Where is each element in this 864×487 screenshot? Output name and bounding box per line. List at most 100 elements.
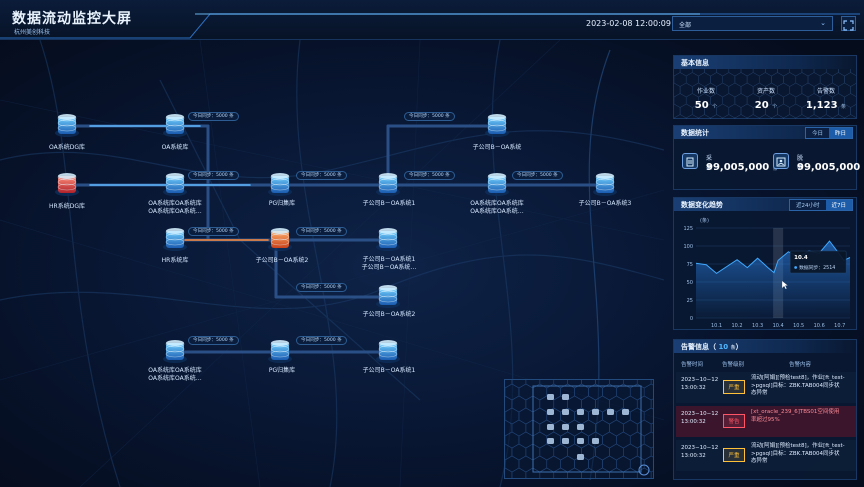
node-oa-dg[interactable] xyxy=(55,114,79,137)
alerts-count: 10 xyxy=(718,343,729,351)
sync-pill: 今日同步：5000 条 xyxy=(188,171,239,180)
alert-content: 流动[阿娟][预检test8]，作业[ft_test- >pgsql]目标：ZB… xyxy=(751,375,845,396)
node-pg-archive2[interactable] xyxy=(268,340,292,363)
alert-level-badge: 严重 xyxy=(723,380,745,394)
network-links xyxy=(70,124,602,354)
node-pg-archive[interactable] xyxy=(268,173,292,196)
node-label-pg-archive: PG归集库 xyxy=(268,200,296,207)
data-flow-network xyxy=(55,114,617,363)
tab-today[interactable]: 今日 xyxy=(805,128,829,138)
data-stats-panel: 数据统计 今日 昨日 采集 99,005,000 条 脱敏 99,005,000… xyxy=(673,125,864,190)
sync-pill: 今日同步：5000 条 xyxy=(188,112,239,121)
node-label-oa-long: OA系统库OA系统库 OA系统库OA系统… xyxy=(148,200,202,215)
node-sub-b-oa3[interactable] xyxy=(593,173,617,196)
network-nodes xyxy=(55,114,617,363)
alerts-table-header: 告警时间 告警级别 告警内容 xyxy=(681,362,812,368)
scope-select[interactable]: 全部 ⌄ xyxy=(672,16,833,31)
node-label-hr-sys: HR系统库 xyxy=(161,257,189,264)
y-tick-label: 125 xyxy=(683,226,693,232)
scope-select-value: 全部 xyxy=(679,22,692,29)
x-tick-label: 10.5 xyxy=(793,323,804,329)
x-tick-label: 10.4 xyxy=(773,323,784,329)
series-line xyxy=(695,240,851,275)
basic-info-alerts: 告警数 1,123 条 xyxy=(805,88,847,111)
node-sub-b-oa2b[interactable] xyxy=(376,285,400,308)
node-hr-dg[interactable] xyxy=(55,173,79,196)
alerts-panel: 告警信息（ 10 条） 告警时间 告警级别 告警内容 2023−10−12 13… xyxy=(673,339,857,480)
node-label-sub-b-oa2b: 子公司B－OA系统2 xyxy=(362,311,416,318)
sync-pill: 今日同步：5000 条 xyxy=(188,227,239,236)
node-sub-b-oa1-long[interactable] xyxy=(376,228,400,251)
node-oa-long2[interactable] xyxy=(485,173,509,196)
datetime-display: 2023-02-08 12:00:09 xyxy=(586,19,671,28)
page-title: 数据流动监控大屏 xyxy=(12,11,132,27)
alert-time: 2023−10−12 13:00:32 xyxy=(681,377,719,391)
sync-pill: 今日同步：5000 条 xyxy=(404,171,455,180)
node-oa-sys[interactable] xyxy=(163,114,187,137)
alert-time: 2023−10−12 13:00:32 xyxy=(681,411,719,425)
y-axis-unit: (条) xyxy=(700,217,709,224)
header-bar: 数据流动监控大屏 杭州美创科技 2023-02-08 12:00:09 全部 ⌄ xyxy=(0,0,864,40)
tooltip-value: 数据同步：2514 xyxy=(799,264,835,271)
alert-level-badge: 严重 xyxy=(723,448,745,462)
y-tick-label: 0 xyxy=(690,316,693,322)
y-tick-label: 50 xyxy=(687,280,693,286)
alerts-count-unit: 条 xyxy=(730,345,736,351)
basic-info-jobs: 作业数 50 个 xyxy=(694,88,718,111)
node-hr-sys[interactable] xyxy=(163,228,187,251)
company-name: 杭州美创科技 xyxy=(14,29,51,36)
node-sub-b-oa2[interactable] xyxy=(268,228,292,251)
chevron-down-icon: ⌄ xyxy=(820,19,826,27)
sync-pill: 今日同步：5000 条 xyxy=(188,336,239,345)
sync-pill: 今日同步：5000 条 xyxy=(404,112,455,121)
table-row[interactable]: 2023−10−12 13:00:32 严重流动[阿娟][预检test8]，作业[… xyxy=(676,372,856,403)
x-tick-label: 10.2 xyxy=(731,323,742,329)
basic-info-panel: 基本信息 作业数 50 个 资产数 20 个 告警数 1,123 条 xyxy=(673,55,857,119)
mask-icon xyxy=(773,153,789,169)
node-sub-b-oa[interactable] xyxy=(485,114,509,137)
node-label-oa-long3: OA系统库OA系统库 OA系统库OA系统… xyxy=(148,367,202,382)
x-tick-label: 10.1 xyxy=(711,323,722,329)
mouse-cursor-icon xyxy=(782,281,788,289)
fullscreen-icon xyxy=(843,20,854,31)
alert-level-badge: 警告 xyxy=(723,414,745,428)
node-label-sub-b-oa1: 子公司B－OA系统1 xyxy=(362,200,416,207)
table-row[interactable]: 2023−10−12 13:00:32 警告 [xt_oracle_239_6]TB… xyxy=(676,406,856,437)
node-oa-long[interactable] xyxy=(163,173,187,196)
node-label-pg-archive2: PG归集库 xyxy=(268,367,296,374)
trend-tab-group: 近24小时 近7日 xyxy=(789,199,853,211)
alerts-title: 告警信息（ 10 条） xyxy=(674,340,856,353)
tooltip-title: 10.4 xyxy=(794,255,808,261)
stats-tab-group: 今日 昨日 xyxy=(804,127,853,139)
node-oa-long3[interactable] xyxy=(163,340,187,363)
fullscreen-button[interactable] xyxy=(841,16,856,31)
y-tick-label: 100 xyxy=(683,244,693,250)
y-tick-label: 75 xyxy=(687,262,693,268)
network-minimap[interactable] xyxy=(497,371,673,485)
alert-time: 2023−10−12 13:00:32 xyxy=(681,445,719,459)
tab-yesterday[interactable]: 昨日 xyxy=(828,128,852,138)
tab-7d[interactable]: 近7日 xyxy=(825,200,852,210)
node-label-oa-dg: OA系统DG库 xyxy=(49,144,85,151)
alerts-title-text: 告警信息 xyxy=(681,343,709,351)
tooltip-series-dot xyxy=(794,266,798,269)
node-label-sub-b-oa2: 子公司B－OA系统2 xyxy=(255,257,309,264)
node-sub-b-oa1b[interactable] xyxy=(376,340,400,363)
node-label-sub-b-oa1b: 子公司B－OA系统1 xyxy=(362,367,416,374)
x-tick-label: 10.6 xyxy=(814,323,825,329)
node-label-sub-b-oa3: 子公司B－OA系统3 xyxy=(578,200,632,207)
sync-pill: 今日同步：5000 条 xyxy=(296,171,347,180)
node-label-hr-dg: HR系统DG库 xyxy=(49,203,85,210)
database-icon xyxy=(682,153,698,169)
sync-pill: 今日同步：5000 条 xyxy=(296,283,347,292)
tab-24h[interactable]: 近24小时 xyxy=(790,200,826,210)
alert-content: [xt_oracle_239_6]TBS01空间使用 率超过95% xyxy=(751,409,840,423)
node-label-sub-b-oa: 子公司B－OA系统 xyxy=(472,144,522,151)
header-decoration xyxy=(0,13,860,39)
sync-pill: 今日同步：5000 条 xyxy=(512,171,563,180)
node-label-sub-b-oa1-long: 子公司B－OA系统1 子公司B－OA系统… xyxy=(361,256,417,271)
node-sub-b-oa1[interactable] xyxy=(376,173,400,196)
